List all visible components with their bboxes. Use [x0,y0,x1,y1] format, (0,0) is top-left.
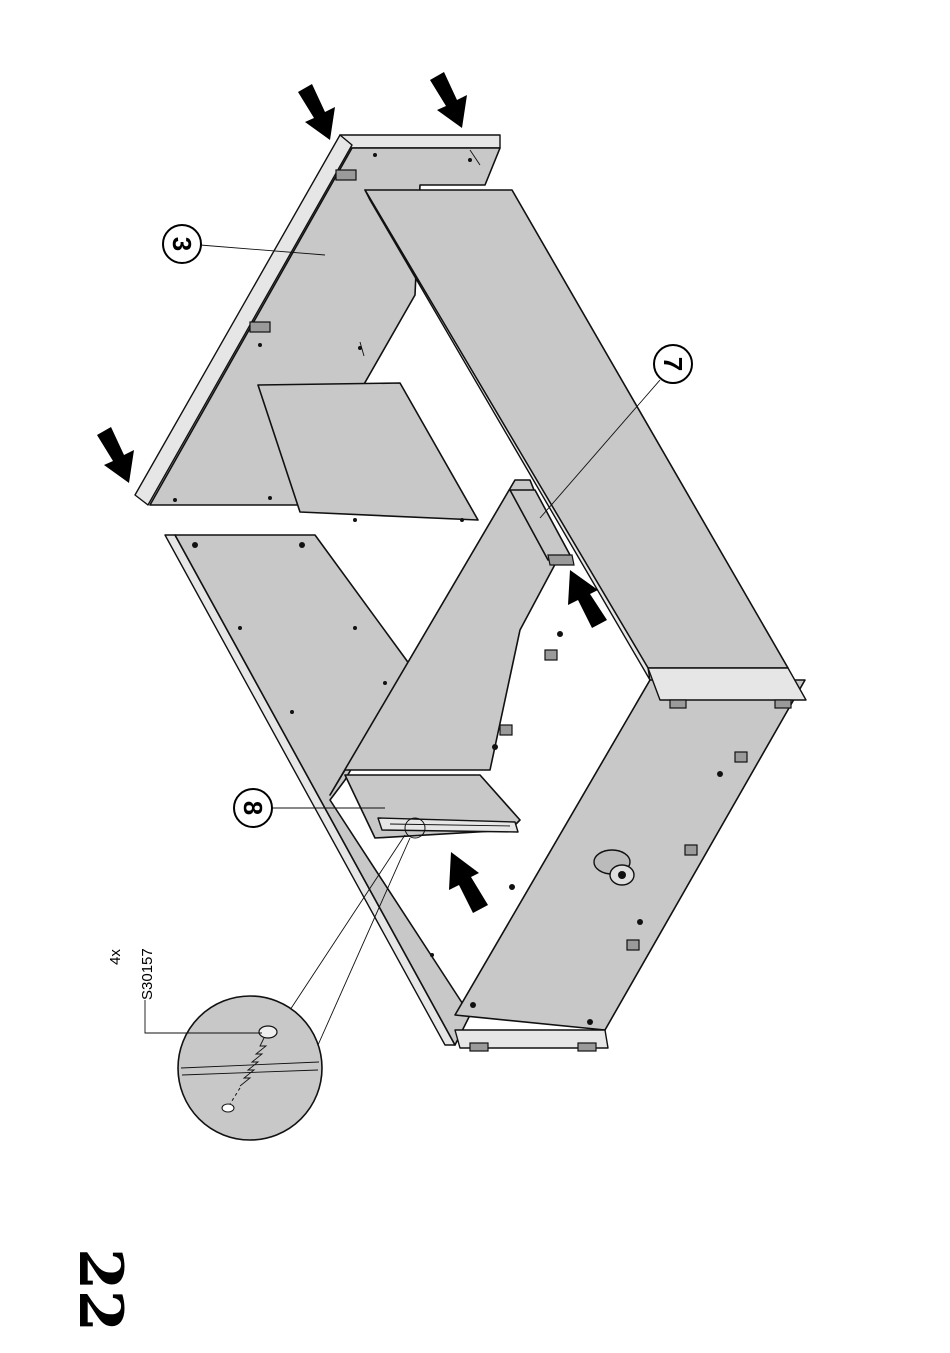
side-panel-bottom [455,631,806,1051]
hardware-quantity: 4x [107,949,124,965]
callout-label-3: 3 [167,237,197,251]
callout-label-7: 7 [658,357,688,371]
screw-detail-magnifier [145,818,425,1140]
callout-label-8: 8 [238,801,268,815]
hardware-part-code: S30157 [139,948,156,1000]
step-number: 22 [65,1248,135,1332]
